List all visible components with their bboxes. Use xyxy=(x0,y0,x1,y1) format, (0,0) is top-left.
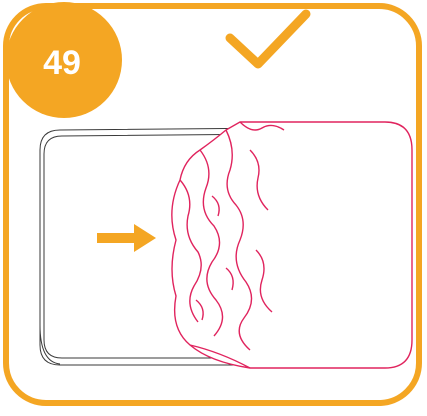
fitted-sheet xyxy=(172,122,412,368)
step-badge: 49 xyxy=(6,2,122,118)
sheet-body xyxy=(172,122,412,368)
step-number: 49 xyxy=(43,44,81,82)
arrow-shaft xyxy=(97,233,137,243)
